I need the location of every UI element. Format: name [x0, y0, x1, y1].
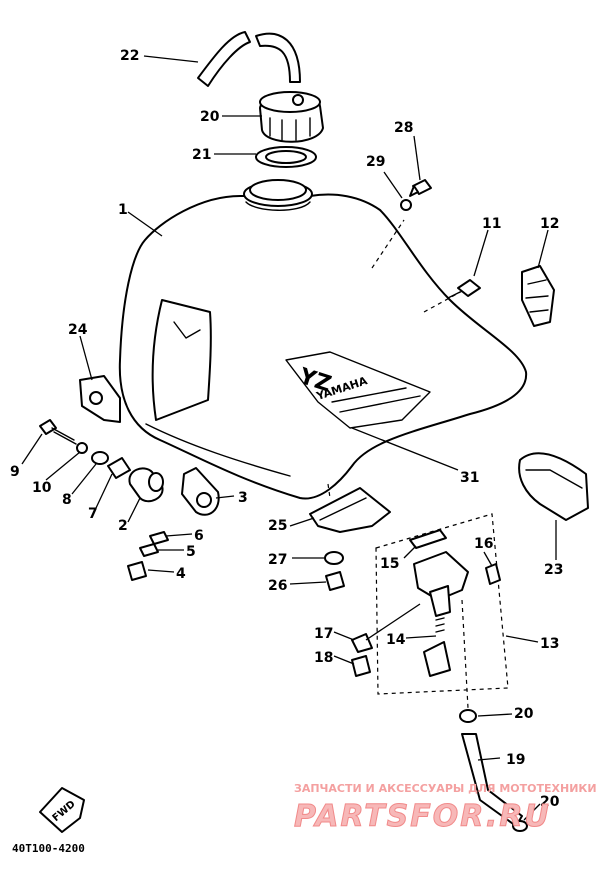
callout-7: 7	[88, 506, 98, 522]
fuel-hose-part	[459, 599, 528, 832]
callout-18: 18	[314, 650, 333, 666]
callout-29: 28	[394, 120, 413, 136]
callout-23: 22	[120, 48, 139, 64]
under-plate-part	[309, 487, 391, 533]
callout-12: 12	[540, 216, 559, 232]
callout-19: 19	[506, 752, 525, 768]
watermark: ЗАПЧАСТИ И АКСЕССУАРЫ ДЛЯ МОТОТЕХНИКИ PA…	[294, 782, 597, 835]
tank-bolt-part	[400, 179, 432, 211]
watermark-caption: ЗАПЧАСТИ И АКСЕССУАРЫ ДЛЯ МОТОТЕХНИКИ	[294, 782, 597, 795]
diagram-code: 40T100-4200	[12, 842, 85, 855]
breather-hose-part	[197, 31, 301, 87]
callout-14: 14	[386, 632, 406, 648]
fuel-cock-assembly-part	[351, 513, 509, 695]
callout-30: 29	[366, 154, 385, 170]
mount-bolt-part	[447, 279, 481, 299]
callout-27: 26	[268, 578, 287, 594]
tank-bracket-part	[79, 375, 121, 423]
callout-2: 2	[118, 518, 128, 534]
callout-31: 31	[460, 470, 479, 486]
callout-5: 5	[186, 544, 196, 560]
callout-numbers: 22 20 21 1 28 29 11 12 24 9 10 8 7 2 3 6…	[10, 48, 563, 810]
forward-direction-arrow: FWD	[39, 787, 85, 833]
callout-8: 8	[62, 492, 72, 508]
tank-band-part	[521, 265, 555, 327]
callout-24: 23	[544, 562, 563, 578]
callout-15: 15	[380, 556, 399, 572]
tank-cap-part	[259, 91, 324, 143]
leader-lines	[21, 55, 557, 821]
callout-20-bottom: 20	[540, 794, 560, 810]
callout-21: 20	[200, 109, 220, 125]
callout-11: 11	[482, 216, 501, 232]
callout-10: 10	[32, 480, 52, 496]
callout-28: 27	[268, 552, 287, 568]
fuel-tank-part: YZ YAMAHA	[118, 179, 528, 500]
callout-17: 17	[314, 626, 333, 642]
tank-cover-part	[518, 452, 589, 521]
callout-20-top: 20	[514, 706, 534, 722]
watermark-logo: PARTSFOR.RU	[294, 799, 551, 834]
callout-4: 4	[176, 566, 186, 582]
callout-25: 24	[68, 322, 88, 338]
callout-22: 21	[192, 147, 211, 163]
callout-26: 25	[268, 518, 287, 534]
petcock-nut-part	[324, 551, 345, 591]
front-mount-hardware	[39, 419, 220, 581]
callout-1: 1	[118, 202, 128, 218]
callout-3: 3	[238, 490, 248, 506]
cap-gasket-part	[255, 146, 317, 168]
callout-9: 9	[10, 464, 20, 480]
callout-13: 13	[540, 636, 559, 652]
callout-16: 16	[474, 536, 493, 552]
callout-6: 6	[194, 528, 204, 544]
